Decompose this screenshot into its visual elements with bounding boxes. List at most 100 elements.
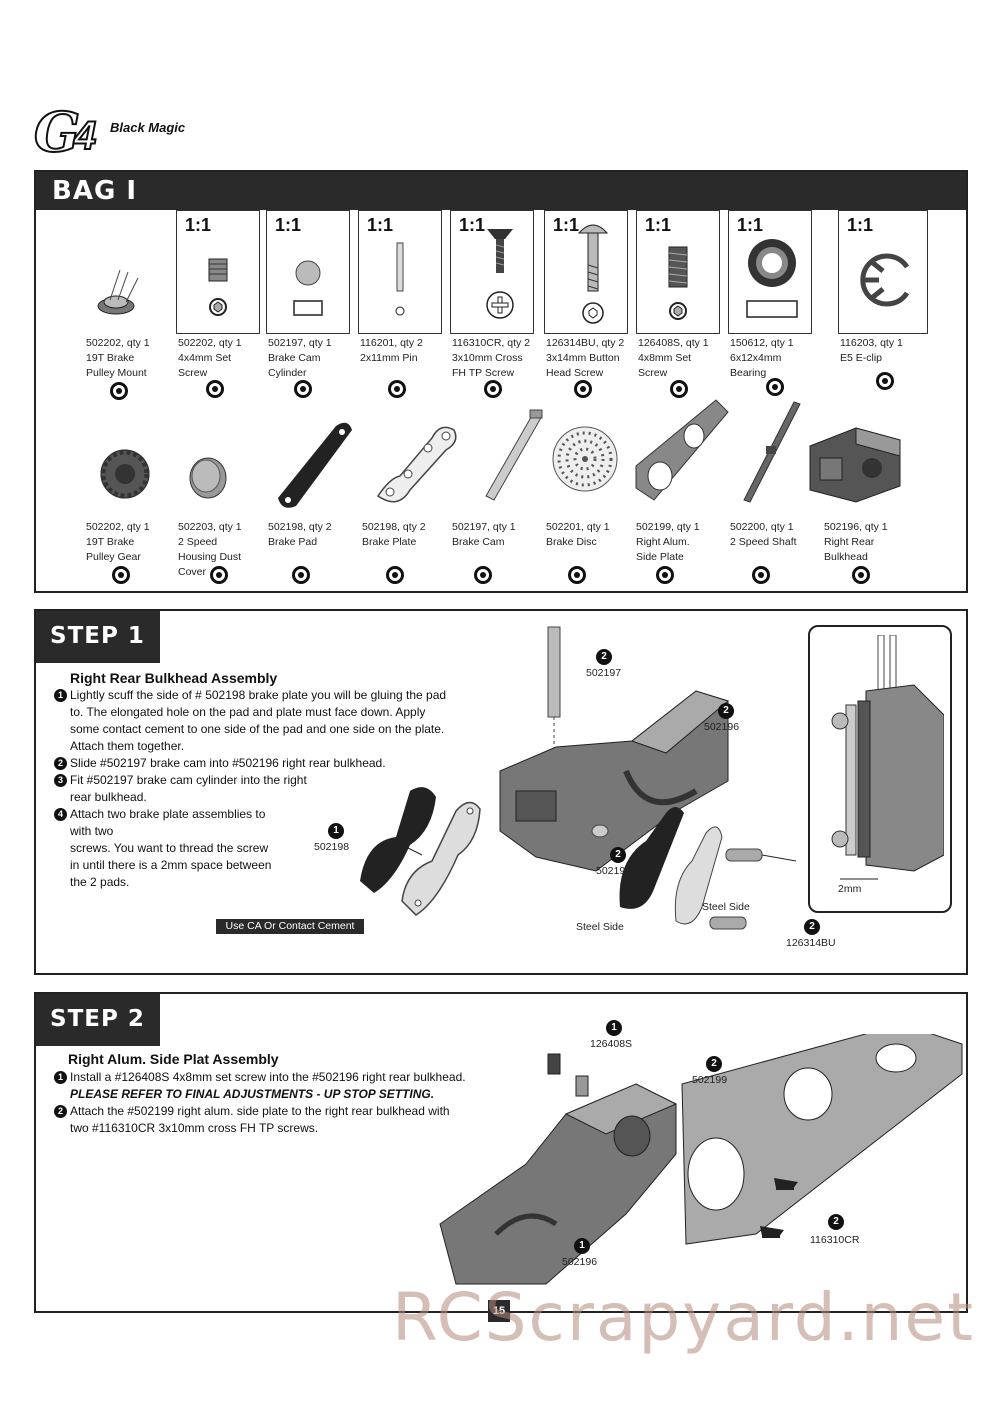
brake-disc-drawing bbox=[552, 426, 618, 492]
pin-drawing bbox=[395, 242, 405, 316]
dust-cover-drawing bbox=[189, 457, 227, 499]
steel-side-label: Steel Side bbox=[702, 901, 750, 913]
scale-box-e-clip: 1:1 bbox=[838, 210, 928, 334]
brake-pad-drawing bbox=[278, 422, 352, 508]
part-desc: Cylinder bbox=[268, 367, 307, 379]
number-4-icon: 4 bbox=[54, 808, 67, 821]
bag-header: BAG I bbox=[36, 172, 966, 210]
callout-number-2: 2 bbox=[706, 1056, 722, 1072]
part-label: 502203, qty 1 2 Speed Housing Dust Cover bbox=[178, 520, 270, 580]
callout-number-2: 2 bbox=[828, 1214, 844, 1230]
callout-number-2: 2 bbox=[596, 649, 612, 665]
instruction-line: some contact cement to one side of the p… bbox=[70, 722, 445, 736]
scale-label: 1:1 bbox=[185, 215, 212, 235]
part-number: 502197, qty 1 bbox=[268, 337, 332, 349]
instruction-line: Slide #502197 brake cam into #502196 rig… bbox=[70, 756, 386, 770]
callout-part-502197: 502197 bbox=[586, 667, 622, 679]
part-desc: Pulley Gear bbox=[86, 551, 141, 563]
gap-detail-drawing bbox=[831, 635, 944, 880]
callout-part-116310CR: 116310CR bbox=[810, 1234, 860, 1246]
callout-number-2: 2 bbox=[804, 919, 820, 935]
part-number: 502198, qty 2 bbox=[268, 521, 332, 533]
bulkhead-drawing bbox=[809, 427, 901, 503]
callout-number-2: 2 bbox=[718, 703, 734, 719]
part-label: 502202, qty 1 19T Brake Pulley Gear bbox=[86, 520, 178, 565]
part-number: 116310CR, qty 2 bbox=[452, 337, 531, 349]
step2-tab: STEP 2 bbox=[36, 994, 160, 1046]
part-desc: Bearing bbox=[730, 367, 767, 379]
number-3-icon: 3 bbox=[54, 774, 67, 787]
part-number: 116203, qty 1 bbox=[840, 337, 903, 349]
bag-title: BAG I bbox=[52, 176, 138, 206]
logo-text: Black Magic bbox=[110, 120, 186, 135]
part-number: 502203, qty 1 bbox=[178, 521, 242, 533]
instruction-line: Attach the #502199 right alum. side plat… bbox=[70, 1104, 450, 1118]
part-number: 502200, qty 1 bbox=[730, 521, 794, 533]
part-desc: 2x11mm Pin bbox=[360, 352, 418, 364]
step1-title: STEP 1 bbox=[50, 623, 145, 649]
watermark: RCScrapyard.net bbox=[392, 1279, 975, 1356]
part-number: 502198, qty 2 bbox=[362, 521, 426, 533]
instruction-line: Fit #502197 brake cam cylinder into the … bbox=[70, 773, 307, 787]
callout-number-1: 1 bbox=[606, 1020, 622, 1036]
callout-part-502198: 502198 bbox=[314, 841, 350, 853]
part-desc: Right Rear bbox=[824, 536, 875, 548]
step1-tab: STEP 1 bbox=[36, 611, 160, 663]
part-desc: Bulkhead bbox=[824, 551, 868, 563]
reference-icon bbox=[386, 566, 404, 584]
part-label: 116203, qty 1 E5 E-clip bbox=[840, 336, 932, 366]
scale-label: 1:1 bbox=[459, 215, 486, 235]
instruction-line: the 2 pads. bbox=[70, 875, 130, 889]
part-label: 502198, qty 2 Brake Plate bbox=[362, 520, 454, 550]
scale-box-fh-screw: 1:1 bbox=[450, 210, 534, 334]
part-number: 502202, qty 1 bbox=[86, 521, 150, 533]
part-desc: Right Alum. bbox=[636, 536, 690, 548]
scale-box-pin: 1:1 bbox=[358, 210, 442, 334]
instruction-line: in until there is a 2mm space between bbox=[70, 858, 272, 872]
bearing-drawing bbox=[746, 239, 798, 318]
part-desc: Screw bbox=[178, 367, 208, 379]
reference-icon bbox=[474, 566, 492, 584]
step2-emphasis: PLEASE REFER TO FINAL ADJUSTMENTS - UP S… bbox=[70, 1087, 435, 1101]
number-2-icon: 2 bbox=[54, 1105, 67, 1118]
gap-label: 2mm bbox=[838, 883, 862, 895]
instruction-line: rear bulkhead. bbox=[70, 790, 147, 804]
part-number: 126314BU, qty 2 bbox=[546, 337, 625, 349]
part-number: 502201, qty 1 bbox=[546, 521, 610, 533]
callout-part-126408S: 126408S bbox=[590, 1038, 633, 1050]
callout-number-2: 2 bbox=[610, 847, 626, 863]
part-desc: Brake Disc bbox=[546, 536, 597, 548]
instruction-line: Attach two brake plate assemblies to bbox=[70, 807, 266, 821]
reference-icon bbox=[670, 380, 688, 398]
part-desc: 2 Speed bbox=[178, 536, 218, 548]
reference-icon bbox=[484, 380, 502, 398]
part-label: 502197, qty 1 Brake Cam Cylinder bbox=[268, 336, 360, 381]
part-label: 116201, qty 2 2x11mm Pin bbox=[360, 336, 452, 366]
detail-inset: 2mm bbox=[808, 625, 952, 913]
reference-icon bbox=[568, 566, 586, 584]
step2-title: STEP 2 bbox=[50, 1006, 145, 1032]
callout-part-502196: 502196 bbox=[704, 721, 740, 733]
reference-icon bbox=[210, 566, 228, 584]
part-number: 502199, qty 1 bbox=[636, 521, 700, 533]
set-screw-drawing bbox=[208, 258, 228, 316]
part-desc: Brake Pad bbox=[268, 536, 318, 548]
instruction-line: with two bbox=[70, 824, 114, 838]
callout-part-502199: 502199 bbox=[692, 1074, 728, 1086]
two-speed-shaft-drawing bbox=[743, 401, 801, 503]
cam-cylinder-drawing bbox=[293, 260, 323, 316]
part-desc: Brake Cam bbox=[268, 352, 321, 364]
part-desc: 3x14mm Button bbox=[546, 352, 620, 364]
steel-side-label: Steel Side bbox=[576, 921, 624, 933]
instruction-line: to. The elongated hole on the pad and pl… bbox=[70, 705, 426, 719]
reference-icon bbox=[656, 566, 674, 584]
callout-part-502196: 502196 bbox=[562, 1256, 598, 1268]
glue-banner: Use CA Or Contact Cement bbox=[216, 919, 364, 934]
number-1-icon: 1 bbox=[54, 689, 67, 702]
instruction-line: two #116310CR 3x10mm cross FH TP screws. bbox=[70, 1121, 319, 1135]
instruction-line: Attach them together. bbox=[70, 739, 185, 753]
